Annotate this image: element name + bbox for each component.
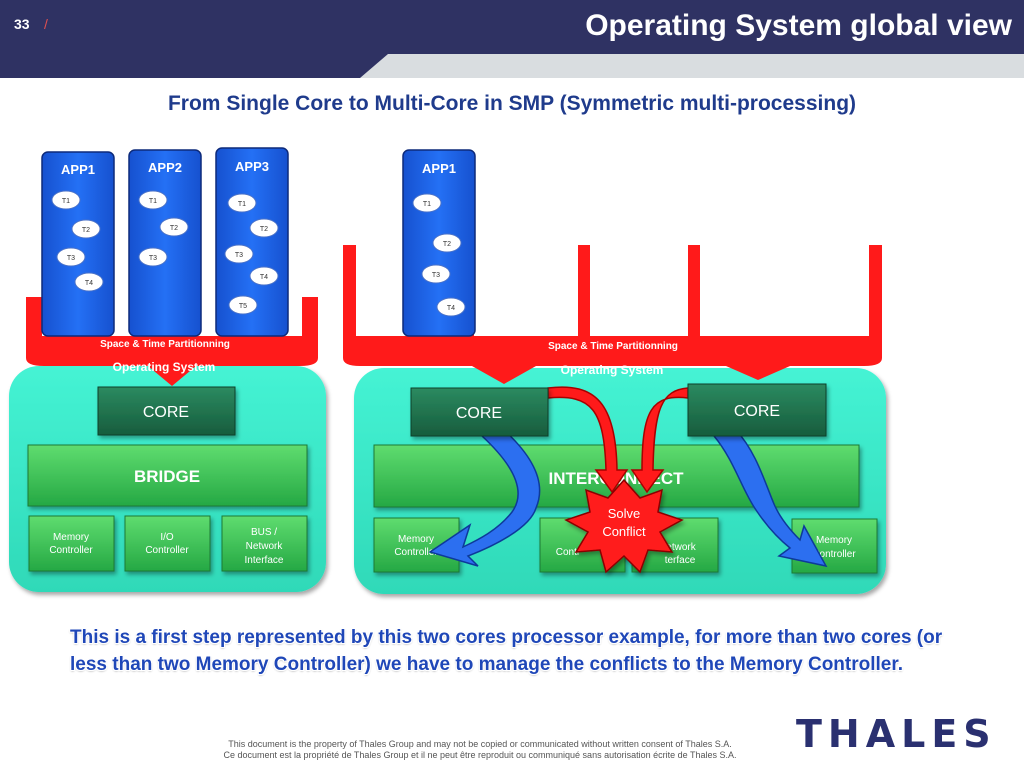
page-separator: / <box>44 16 48 32</box>
thread-t5: T5 <box>228 295 258 315</box>
left-os-label: Operating System <box>113 360 216 374</box>
svg-text:Contr: Contr <box>556 547 581 558</box>
left-app-3: APP3 T1 T2 T3 T4 T5 <box>215 147 289 337</box>
svg-text:BUS /: BUS / <box>251 527 277 538</box>
left-core-label: CORE <box>143 404 189 421</box>
page-title: Operating System global view <box>585 9 1012 42</box>
right-app-1: APP1 T1 T2 T3 T4 <box>402 149 476 337</box>
left-io-controller: I/O Controller <box>124 515 211 572</box>
header-stripe <box>0 54 1024 78</box>
thread-t2: T2 <box>249 218 279 238</box>
thread-t2: T2 <box>71 219 101 239</box>
conflict-text-1: Solve <box>608 506 641 521</box>
blue-arrow-right <box>712 429 828 568</box>
svg-text:T3: T3 <box>235 252 243 259</box>
svg-text:T3: T3 <box>67 255 75 262</box>
svg-text:Memory: Memory <box>398 534 434 545</box>
thread-t4: T4 <box>74 272 104 292</box>
explanation-note: This is a first step represented by this… <box>70 627 943 675</box>
left-app-1-name: APP1 <box>61 162 95 177</box>
svg-text:T5: T5 <box>239 303 247 310</box>
right-core-2: CORE <box>687 383 827 437</box>
red-arrow-left <box>547 386 629 494</box>
left-app-1: APP1 T1 T2 T3 T4 <box>41 151 115 337</box>
left-bus-network-interface: BUS / Network Interface <box>221 515 308 572</box>
svg-text:Controller: Controller <box>394 547 438 558</box>
svg-text:T2: T2 <box>82 227 90 234</box>
svg-text:T1: T1 <box>149 198 157 205</box>
svg-text:T4: T4 <box>447 305 455 312</box>
solve-conflict-burst: Solve Conflict <box>564 478 684 574</box>
thread-t2: T2 <box>432 233 462 253</box>
header-bar <box>0 0 1024 54</box>
thread-t1: T1 <box>227 193 257 213</box>
red-arrow-right <box>630 387 689 494</box>
svg-text:T4: T4 <box>260 274 268 281</box>
footer-disclaimer: This document is the property of Thales … <box>130 739 830 761</box>
svg-text:terface: terface <box>665 555 696 566</box>
thread-t1: T1 <box>51 190 81 210</box>
thread-t3: T3 <box>421 264 451 284</box>
right-core-2-label: CORE <box>734 403 780 420</box>
svg-text:I/O: I/O <box>160 532 174 543</box>
left-bridge: BRIDGE <box>27 444 308 507</box>
thread-t2: T2 <box>159 217 189 237</box>
thales-logo: THALES <box>796 712 1006 756</box>
footer-line-fr: Ce document est la propriété de Thales G… <box>223 750 737 760</box>
svg-text:T1: T1 <box>62 198 70 205</box>
blue-arrow-left <box>428 429 541 567</box>
right-os-label: Operating System <box>561 363 664 377</box>
svg-text:Interface: Interface <box>245 555 284 566</box>
thread-t3: T3 <box>224 244 254 264</box>
thread-t3: T3 <box>56 247 86 267</box>
logo-text: THALES <box>796 712 997 756</box>
svg-text:T1: T1 <box>423 201 431 208</box>
right-core-1-label: CORE <box>456 405 502 422</box>
svg-text:Memory: Memory <box>816 535 852 546</box>
svg-text:Network: Network <box>246 541 284 552</box>
left-os-layer <box>26 297 318 386</box>
thread-t4: T4 <box>436 297 466 317</box>
left-core: CORE <box>97 386 236 436</box>
slide-subtitle: From Single Core to Multi-Core in SMP (S… <box>167 92 857 115</box>
footer-line-en: This document is the property of Thales … <box>228 739 732 749</box>
svg-text:etwork: etwork <box>666 542 696 553</box>
thread-t4: T4 <box>249 266 279 286</box>
svg-text:T1: T1 <box>238 201 246 208</box>
svg-text:T2: T2 <box>260 226 268 233</box>
svg-text:T2: T2 <box>170 225 178 232</box>
right-partitioning-label: Space & Time Partitionning <box>548 341 678 352</box>
svg-text:Controller: Controller <box>145 545 189 556</box>
svg-text:T3: T3 <box>149 255 157 262</box>
svg-text:Controller: Controller <box>812 549 856 560</box>
svg-text:T3: T3 <box>432 272 440 279</box>
svg-text:T4: T4 <box>85 280 93 287</box>
thread-t3: T3 <box>138 247 168 267</box>
page-number: 33 <box>14 16 30 32</box>
left-app-2-name: APP2 <box>148 160 182 175</box>
svg-text:Memory: Memory <box>53 532 89 543</box>
right-core-1: CORE <box>410 387 549 437</box>
thread-t1: T1 <box>412 193 442 213</box>
thread-t1: T1 <box>138 190 168 210</box>
left-app-3-name: APP3 <box>235 159 269 174</box>
left-app-2: APP2 T1 T2 T3 <box>128 149 202 337</box>
svg-text:T2: T2 <box>443 241 451 248</box>
left-bridge-label: BRIDGE <box>134 467 200 486</box>
conflict-text-2: Conflict <box>602 524 646 539</box>
right-os-layer <box>343 245 882 384</box>
left-memory-controller: Memory Controller <box>28 515 115 572</box>
right-app-1-name: APP1 <box>422 161 456 176</box>
left-partitioning-label: Space & Time Partitionning <box>100 339 230 350</box>
svg-text:Controller: Controller <box>49 545 93 556</box>
